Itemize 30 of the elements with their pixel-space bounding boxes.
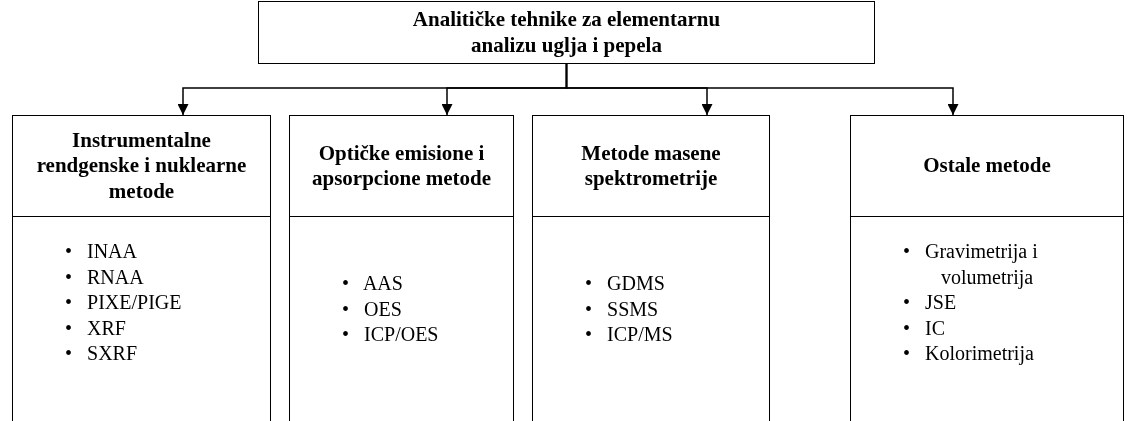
list-item: • ICP/MS xyxy=(585,322,674,348)
list-box xyxy=(289,216,514,421)
list-box xyxy=(12,216,271,421)
category-heading: Ostale metode xyxy=(923,153,1051,179)
list-box xyxy=(850,216,1124,421)
list-item: • Gravimetrija i volumetrija xyxy=(903,239,1039,291)
arrow xyxy=(565,63,959,116)
list-item: • JSE xyxy=(903,290,958,316)
list-item: • IC xyxy=(903,315,946,341)
box-label: Analitičke tehnike za elementarnu analizu uglja i pepela xyxy=(411,7,722,58)
list-item: • PIXE/PIGE xyxy=(65,290,183,316)
title-box xyxy=(258,1,875,64)
list-item: • SXRF xyxy=(65,341,139,367)
category-heading: Optičke emisione i apsorpcione metode xyxy=(310,140,493,192)
list-item: • XRF xyxy=(65,315,127,341)
category-box xyxy=(289,115,514,217)
list-item: • Kolorimetrija xyxy=(903,341,1035,367)
list-item: • INAA xyxy=(65,239,138,264)
list-item: • SSMS xyxy=(585,296,660,322)
list-item: • GDMS xyxy=(585,271,666,296)
category-heading: Metode masene spektrometrije xyxy=(580,140,722,192)
list-item: • OES xyxy=(342,296,403,322)
category-box xyxy=(850,115,1124,217)
category-box xyxy=(12,115,271,217)
category-heading: Instrumentalne rendgenske i nuklearne metode xyxy=(35,128,248,204)
list-item: • AAS xyxy=(342,271,404,296)
list-item: • ICP/OES xyxy=(342,322,440,348)
category-box xyxy=(532,115,770,217)
list-item: • RNAA xyxy=(65,264,145,290)
list-box xyxy=(532,216,770,421)
